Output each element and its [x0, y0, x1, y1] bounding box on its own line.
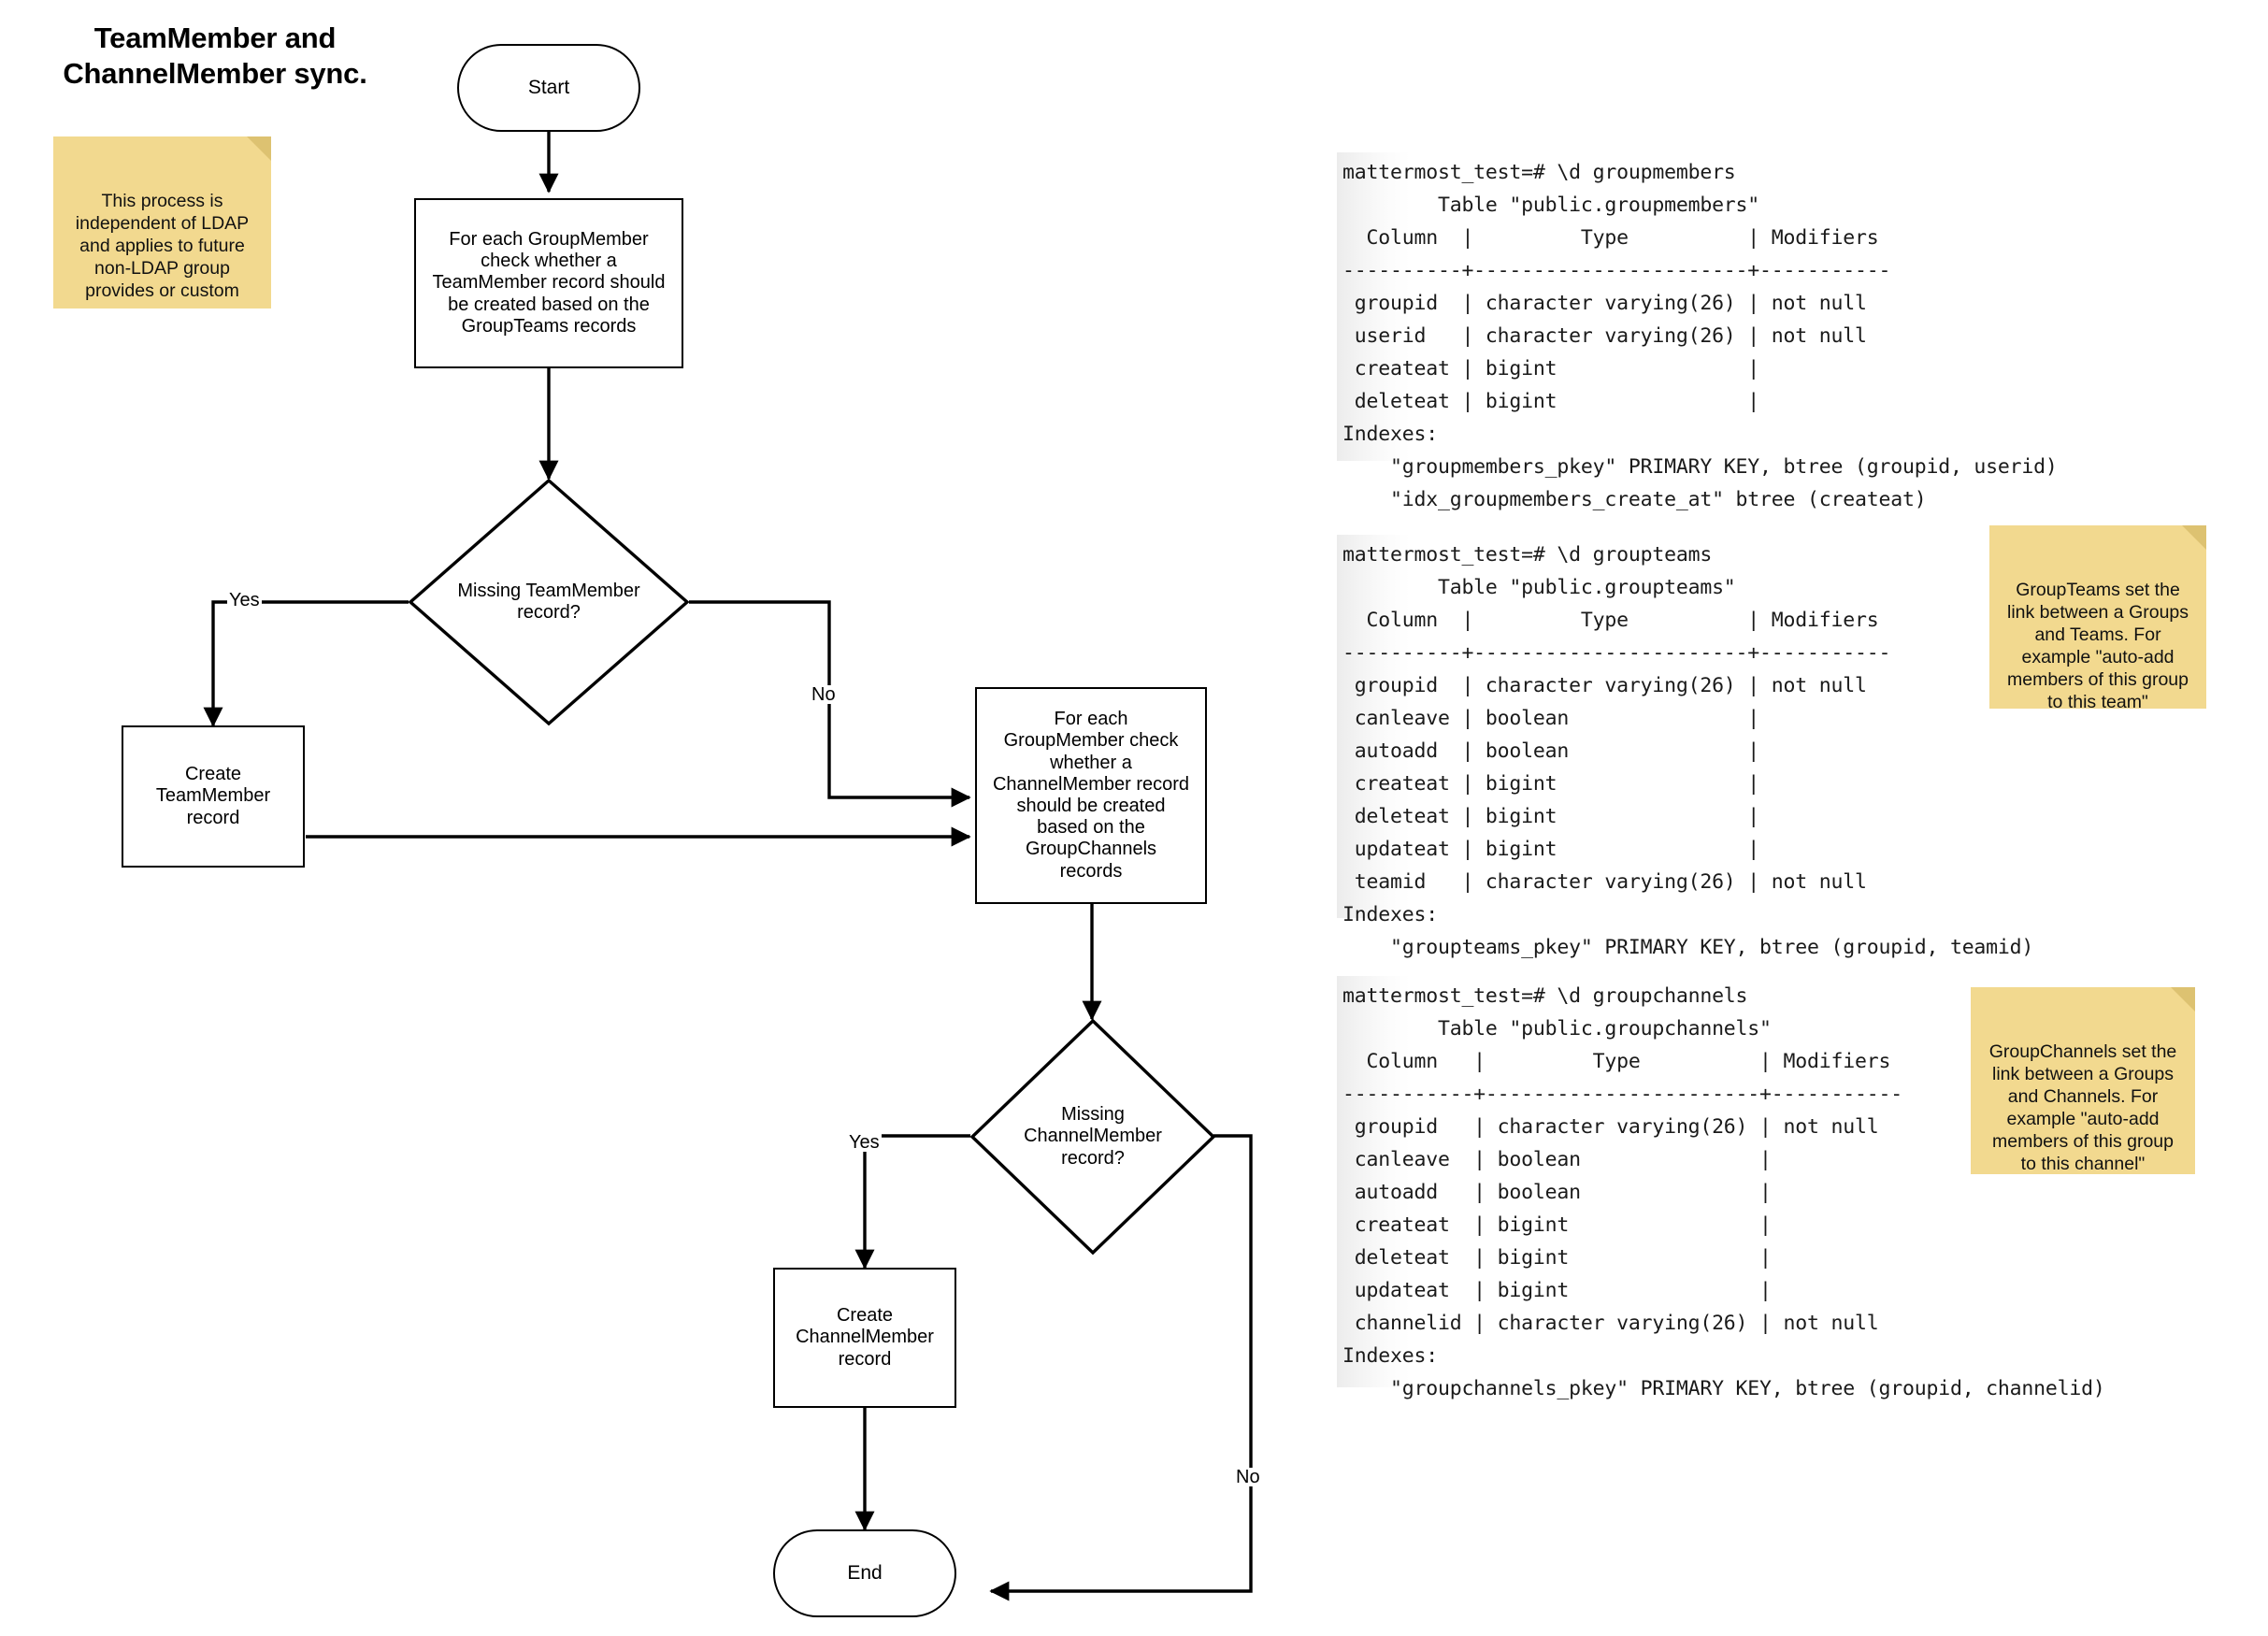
flow-node-process-channelmember[interactable]: For each GroupMember check whether a Cha… [975, 687, 1207, 904]
sticky-note-ldap: This process is independent of LDAP and … [53, 136, 271, 309]
flow-node-create-teammember[interactable]: Create TeamMember record [122, 725, 305, 868]
edge-label-yes-channelmember: Yes [847, 1132, 882, 1153]
sticky-note-groupchannels-text: GroupChannels set the link between a Gro… [1988, 1040, 2177, 1174]
flow-node-process-teammember-label: For each GroupMember check whether a Tea… [432, 229, 666, 337]
flow-node-decision-channelmember[interactable]: Missing ChannelMember record? [969, 1018, 1216, 1256]
sticky-note-ldap-text: This process is independent of LDAP and … [75, 190, 250, 309]
edge-label-no-channelmember: No [1234, 1467, 1262, 1487]
edge-label-yes-teammember: Yes [227, 590, 262, 610]
flow-node-start-label: Start [527, 76, 570, 98]
flow-node-create-channelmember[interactable]: Create ChannelMember record [773, 1268, 956, 1408]
flow-node-end[interactable]: End [773, 1529, 956, 1617]
note-fold-icon [2171, 987, 2195, 1012]
flow-node-decision-teammember[interactable]: Missing TeamMember record? [408, 478, 690, 726]
terminal-output-groupchannels: mattermost_test=# \d groupchannels Table… [1337, 976, 2105, 1400]
sticky-note-groupteams-text: GroupTeams set the link between a Groups… [2006, 579, 2189, 709]
flow-node-create-teammember-label: Create TeamMember record [155, 764, 271, 828]
flow-node-process-channelmember-label: For each GroupMember check whether a Cha… [992, 709, 1190, 882]
flow-node-process-teammember[interactable]: For each GroupMember check whether a Tea… [414, 198, 683, 368]
edge-label-no-teammember: No [810, 684, 838, 705]
terminal-output-groupteams: mattermost_test=# \d groupteams Table "p… [1337, 535, 2033, 959]
sticky-note-groupteams: GroupTeams set the link between a Groups… [1989, 525, 2206, 709]
sticky-note-groupchannels: GroupChannels set the link between a Gro… [1971, 987, 2195, 1174]
flow-node-end-label: End [847, 1561, 883, 1584]
note-fold-icon [247, 136, 271, 161]
note-fold-icon [2182, 525, 2206, 550]
flow-node-create-channelmember-label: Create ChannelMember record [796, 1305, 934, 1370]
page-title: TeamMember and ChannelMember sync. [63, 22, 367, 90]
flow-node-start[interactable]: Start [457, 44, 640, 132]
terminal-output-groupmembers: mattermost_test=# \d groupmembers Table … [1337, 152, 2058, 511]
